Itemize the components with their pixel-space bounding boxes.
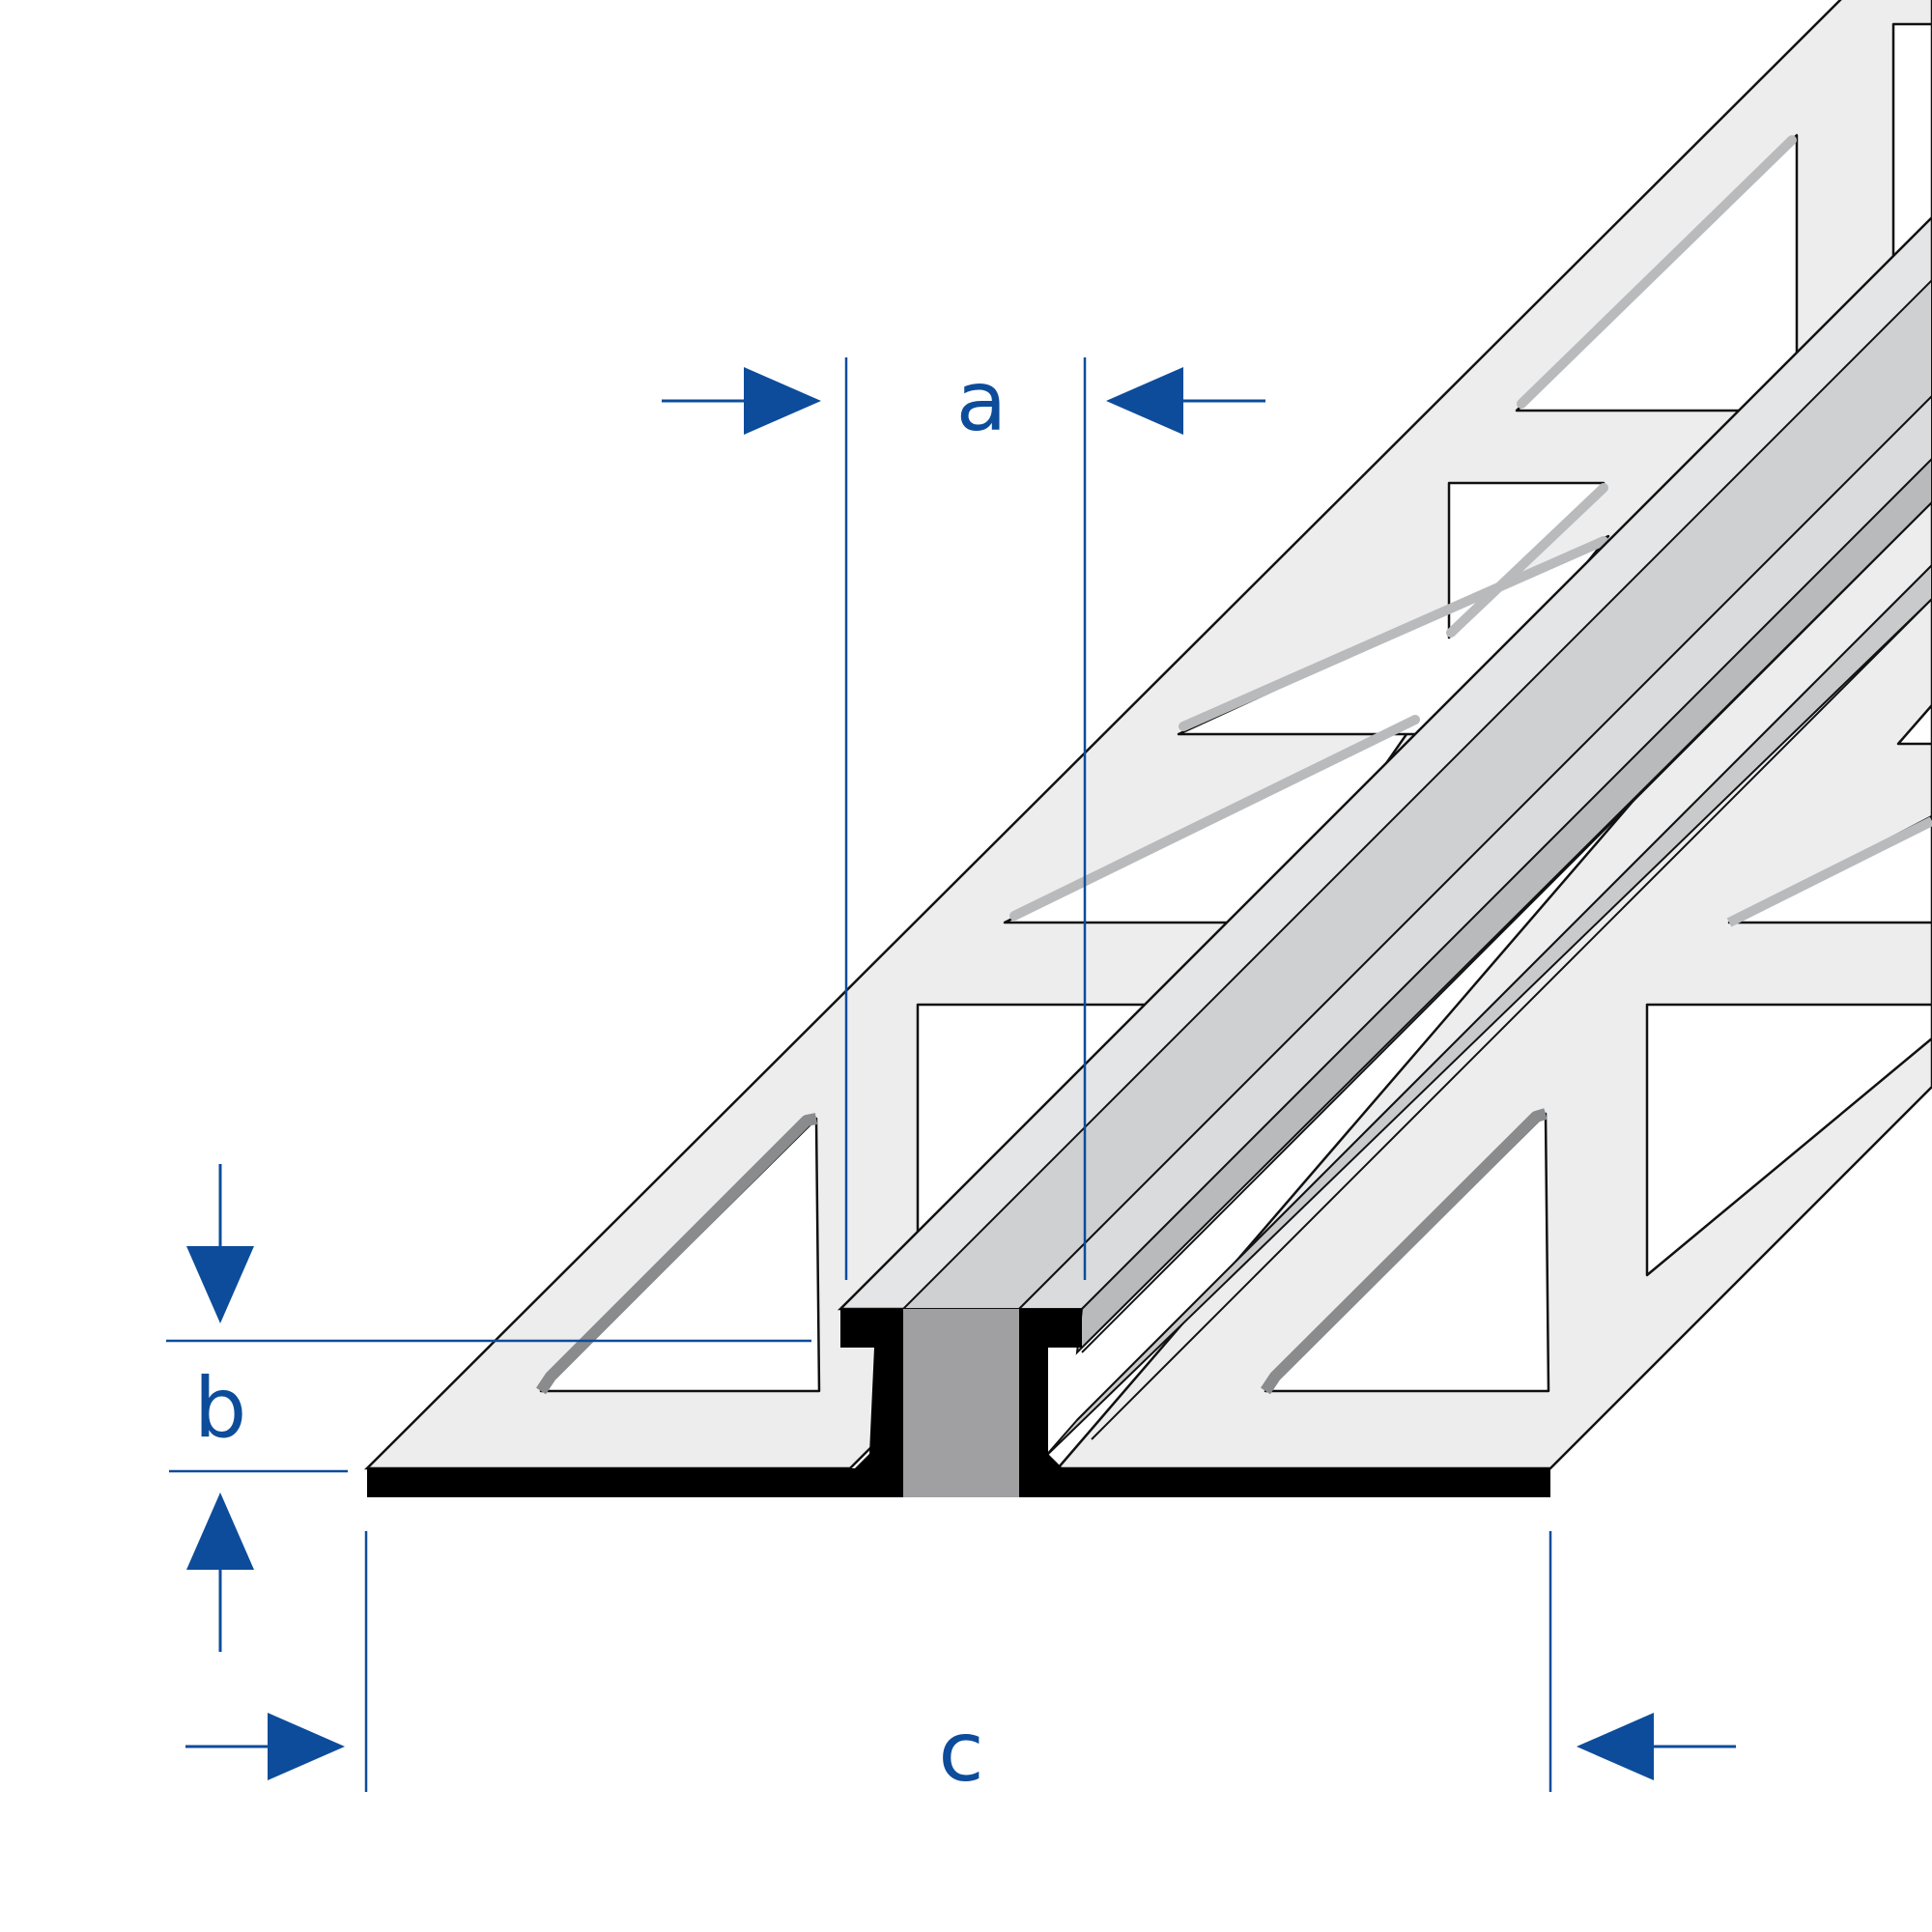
dimension-c: c: [185, 1531, 1736, 1801]
profile-cross-section: [367, 1309, 1550, 1497]
dimension-label-b: b: [194, 1360, 247, 1457]
arrow-right-icon: [744, 367, 821, 435]
arrow-up-icon: [186, 1492, 254, 1570]
dimension-b: b: [166, 1164, 811, 1652]
arrow-right-icon: [268, 1713, 345, 1780]
channel-edge-lines: [1076, 501, 1932, 1440]
slot-bevel-shading: [1009, 135, 1797, 921]
section-insert: [903, 1309, 1019, 1497]
centre-channel: [837, 215, 1932, 1460]
arrow-down-icon: [186, 1246, 254, 1323]
dimension-a: a: [662, 354, 1265, 1280]
right-wing-perforations: [1261, 703, 1932, 1395]
dimension-label-a: a: [956, 354, 1008, 450]
section-left-flange: [367, 1309, 903, 1497]
section-right-flange: [1019, 1309, 1550, 1497]
dimension-label-c: c: [938, 1704, 983, 1801]
arrow-left-icon: [1577, 1713, 1654, 1780]
arrow-left-icon: [1106, 367, 1183, 435]
